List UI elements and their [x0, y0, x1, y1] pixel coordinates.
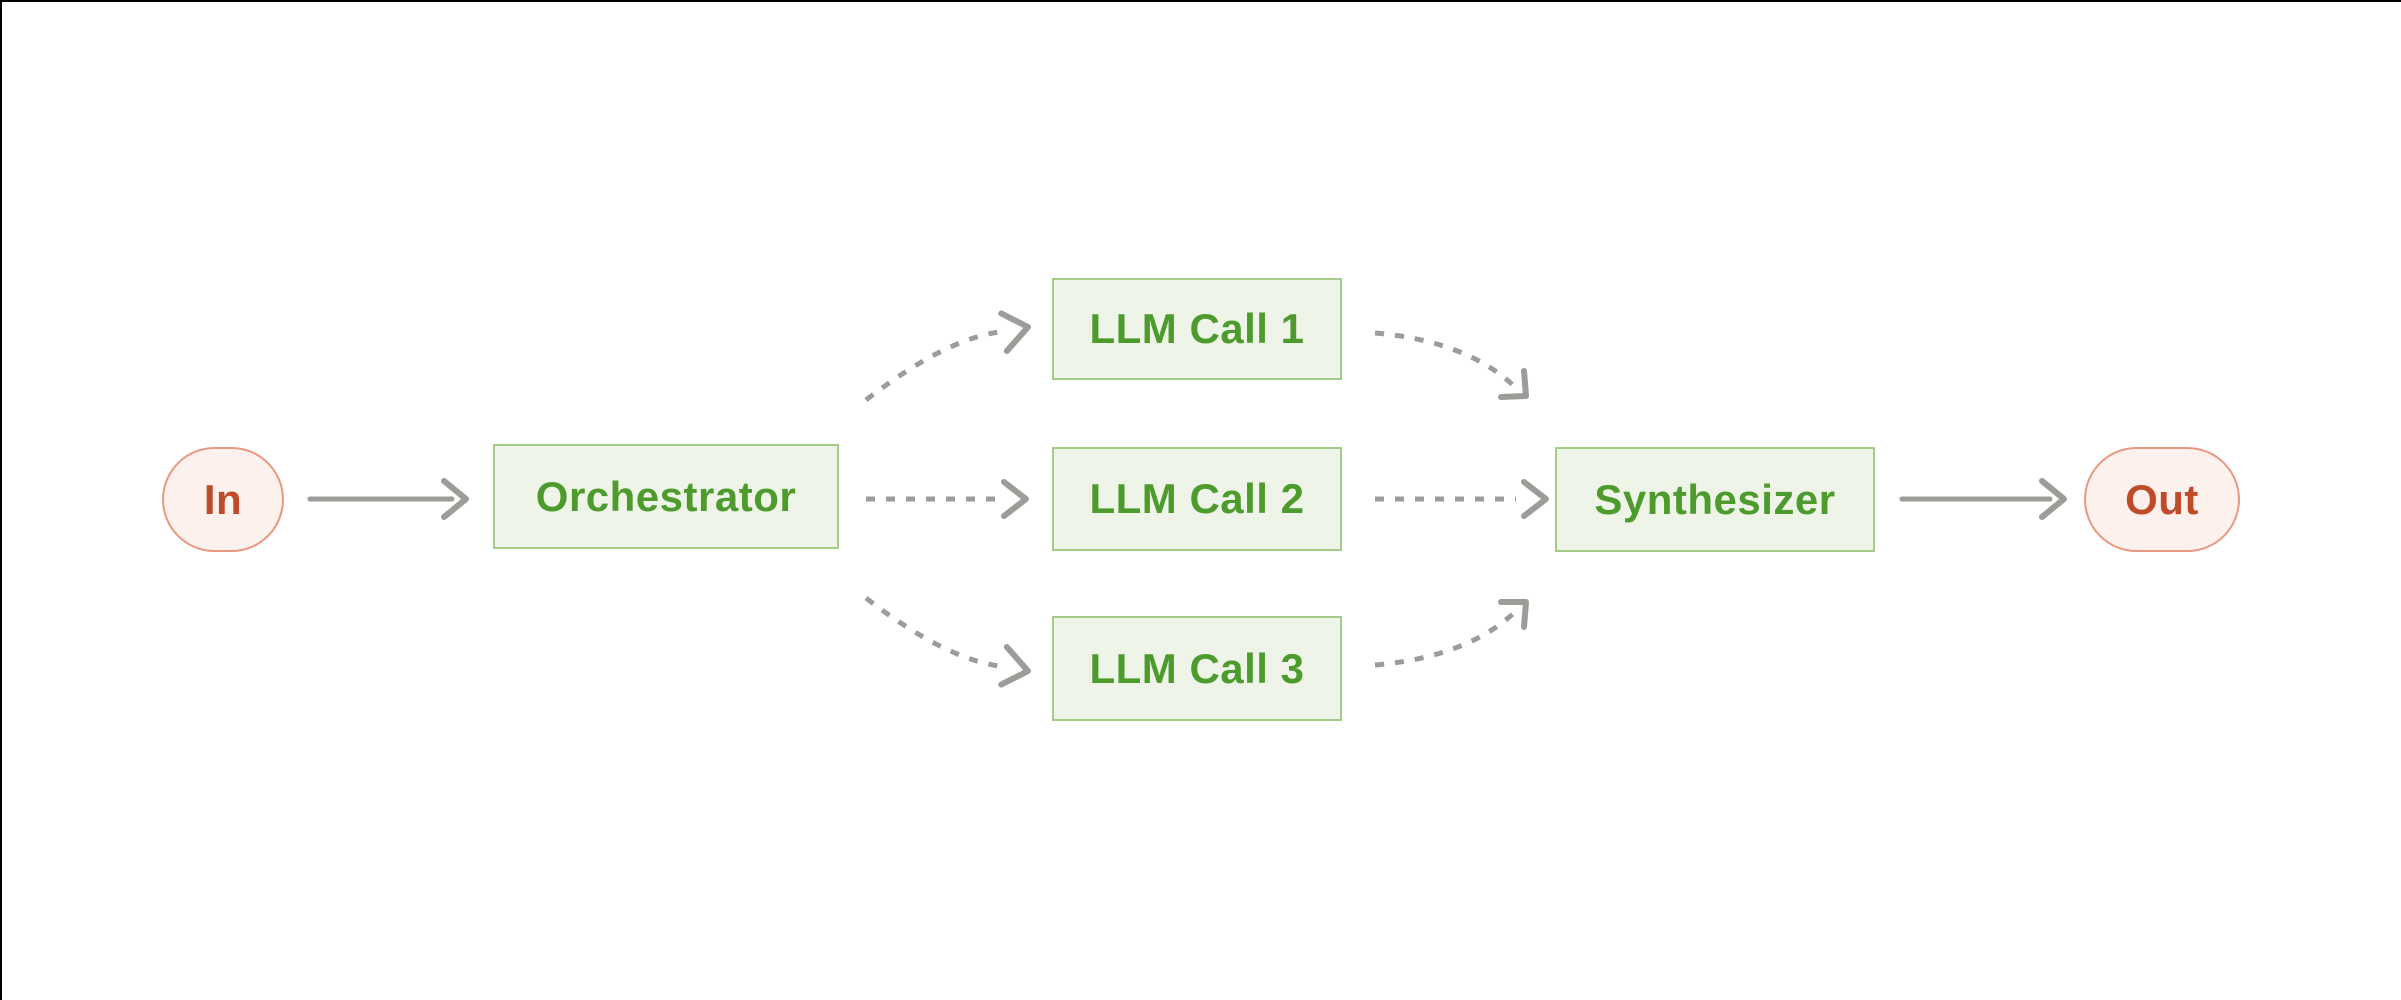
- edge-orchestrator-to-llm-call-2: [866, 479, 1029, 519]
- edge-llm-call-3-to-synthesizer: [1374, 599, 1529, 668]
- node-llm-call-2-label: LLM Call 2: [1089, 475, 1305, 522]
- edge-in-to-orchestrator: [307, 478, 469, 520]
- edge-orchestrator-to-llm-call-3: [864, 596, 1031, 688]
- node-llm-call-1-label: LLM Call 1: [1089, 305, 1305, 352]
- node-in: In: [162, 447, 284, 552]
- node-synthesizer-label: Synthesizer: [1594, 475, 1836, 523]
- edge-orchestrator-to-llm-call-1: [864, 310, 1031, 402]
- node-orchestrator: Orchestrator: [493, 444, 839, 549]
- node-in-label: In: [203, 475, 243, 523]
- frame-border-left: [0, 0, 2, 1000]
- node-llm-call-3-label: LLM Call 3: [1089, 644, 1305, 692]
- node-synthesizer: Synthesizer: [1555, 447, 1875, 552]
- edge-synthesizer-to-out: [1899, 478, 2067, 520]
- node-out: Out: [2084, 447, 2240, 552]
- node-llm-call-1: LLM Call 1: [1052, 278, 1342, 380]
- node-out-label: Out: [2125, 475, 2199, 523]
- node-orchestrator-label: Orchestrator: [535, 472, 797, 520]
- edge-llm-call-2-to-synthesizer: [1375, 479, 1549, 519]
- edge-llm-call-1-to-synthesizer: [1374, 330, 1529, 400]
- node-llm-call-3: LLM Call 3: [1052, 616, 1342, 721]
- frame-border-top: [0, 0, 2401, 2]
- node-llm-call-2: LLM Call 2: [1052, 447, 1342, 551]
